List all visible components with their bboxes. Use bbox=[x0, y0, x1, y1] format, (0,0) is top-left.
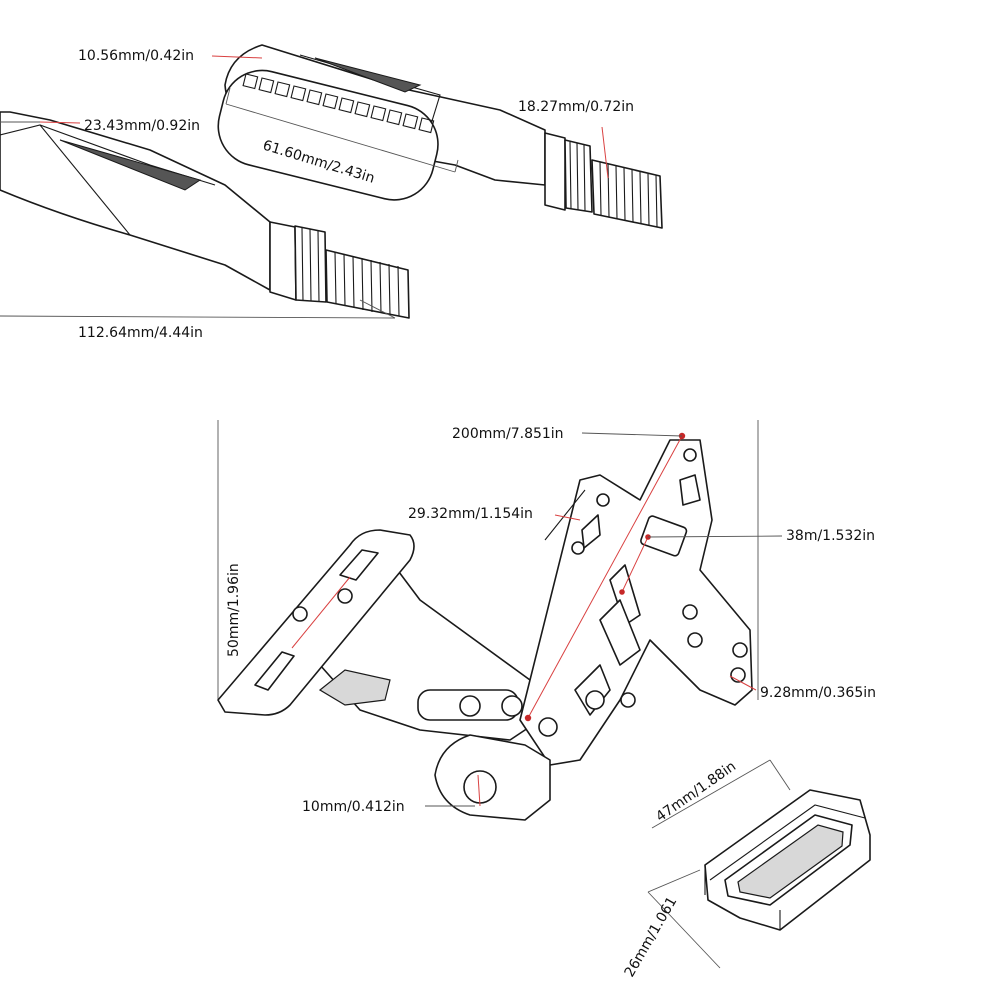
thread-length-label: 18.27mm/0.72in bbox=[518, 99, 634, 115]
plate-height-label: 50mm/1.96in bbox=[226, 563, 242, 657]
arm-width-label: 38m/1.532in bbox=[786, 528, 875, 544]
turn-signal-rear bbox=[0, 111, 410, 319]
led-height-label: 10.56mm/0.42in bbox=[78, 48, 194, 64]
led-strip bbox=[242, 73, 435, 134]
bracket-length-label: 200mm/7.851in bbox=[452, 426, 564, 442]
light-width-label: 26mm/1.061 bbox=[622, 894, 681, 980]
light-length-label: 47mm/1.88in bbox=[653, 758, 739, 825]
slot-spacing-label: 29.32mm/1.154in bbox=[408, 506, 533, 522]
total-length-label: 112.64mm/4.44in bbox=[78, 325, 203, 341]
turn-signal-led-front bbox=[217, 44, 663, 229]
dimension-lines bbox=[0, 55, 791, 969]
signal-width-label: 23.43mm/0.92in bbox=[84, 118, 200, 134]
rear-light bbox=[704, 789, 871, 931]
small-hole-label: 9.28mm/0.365in bbox=[760, 685, 876, 701]
bracket bbox=[217, 420, 759, 821]
mount-hole-label: 10mm/0.412in bbox=[302, 799, 405, 815]
